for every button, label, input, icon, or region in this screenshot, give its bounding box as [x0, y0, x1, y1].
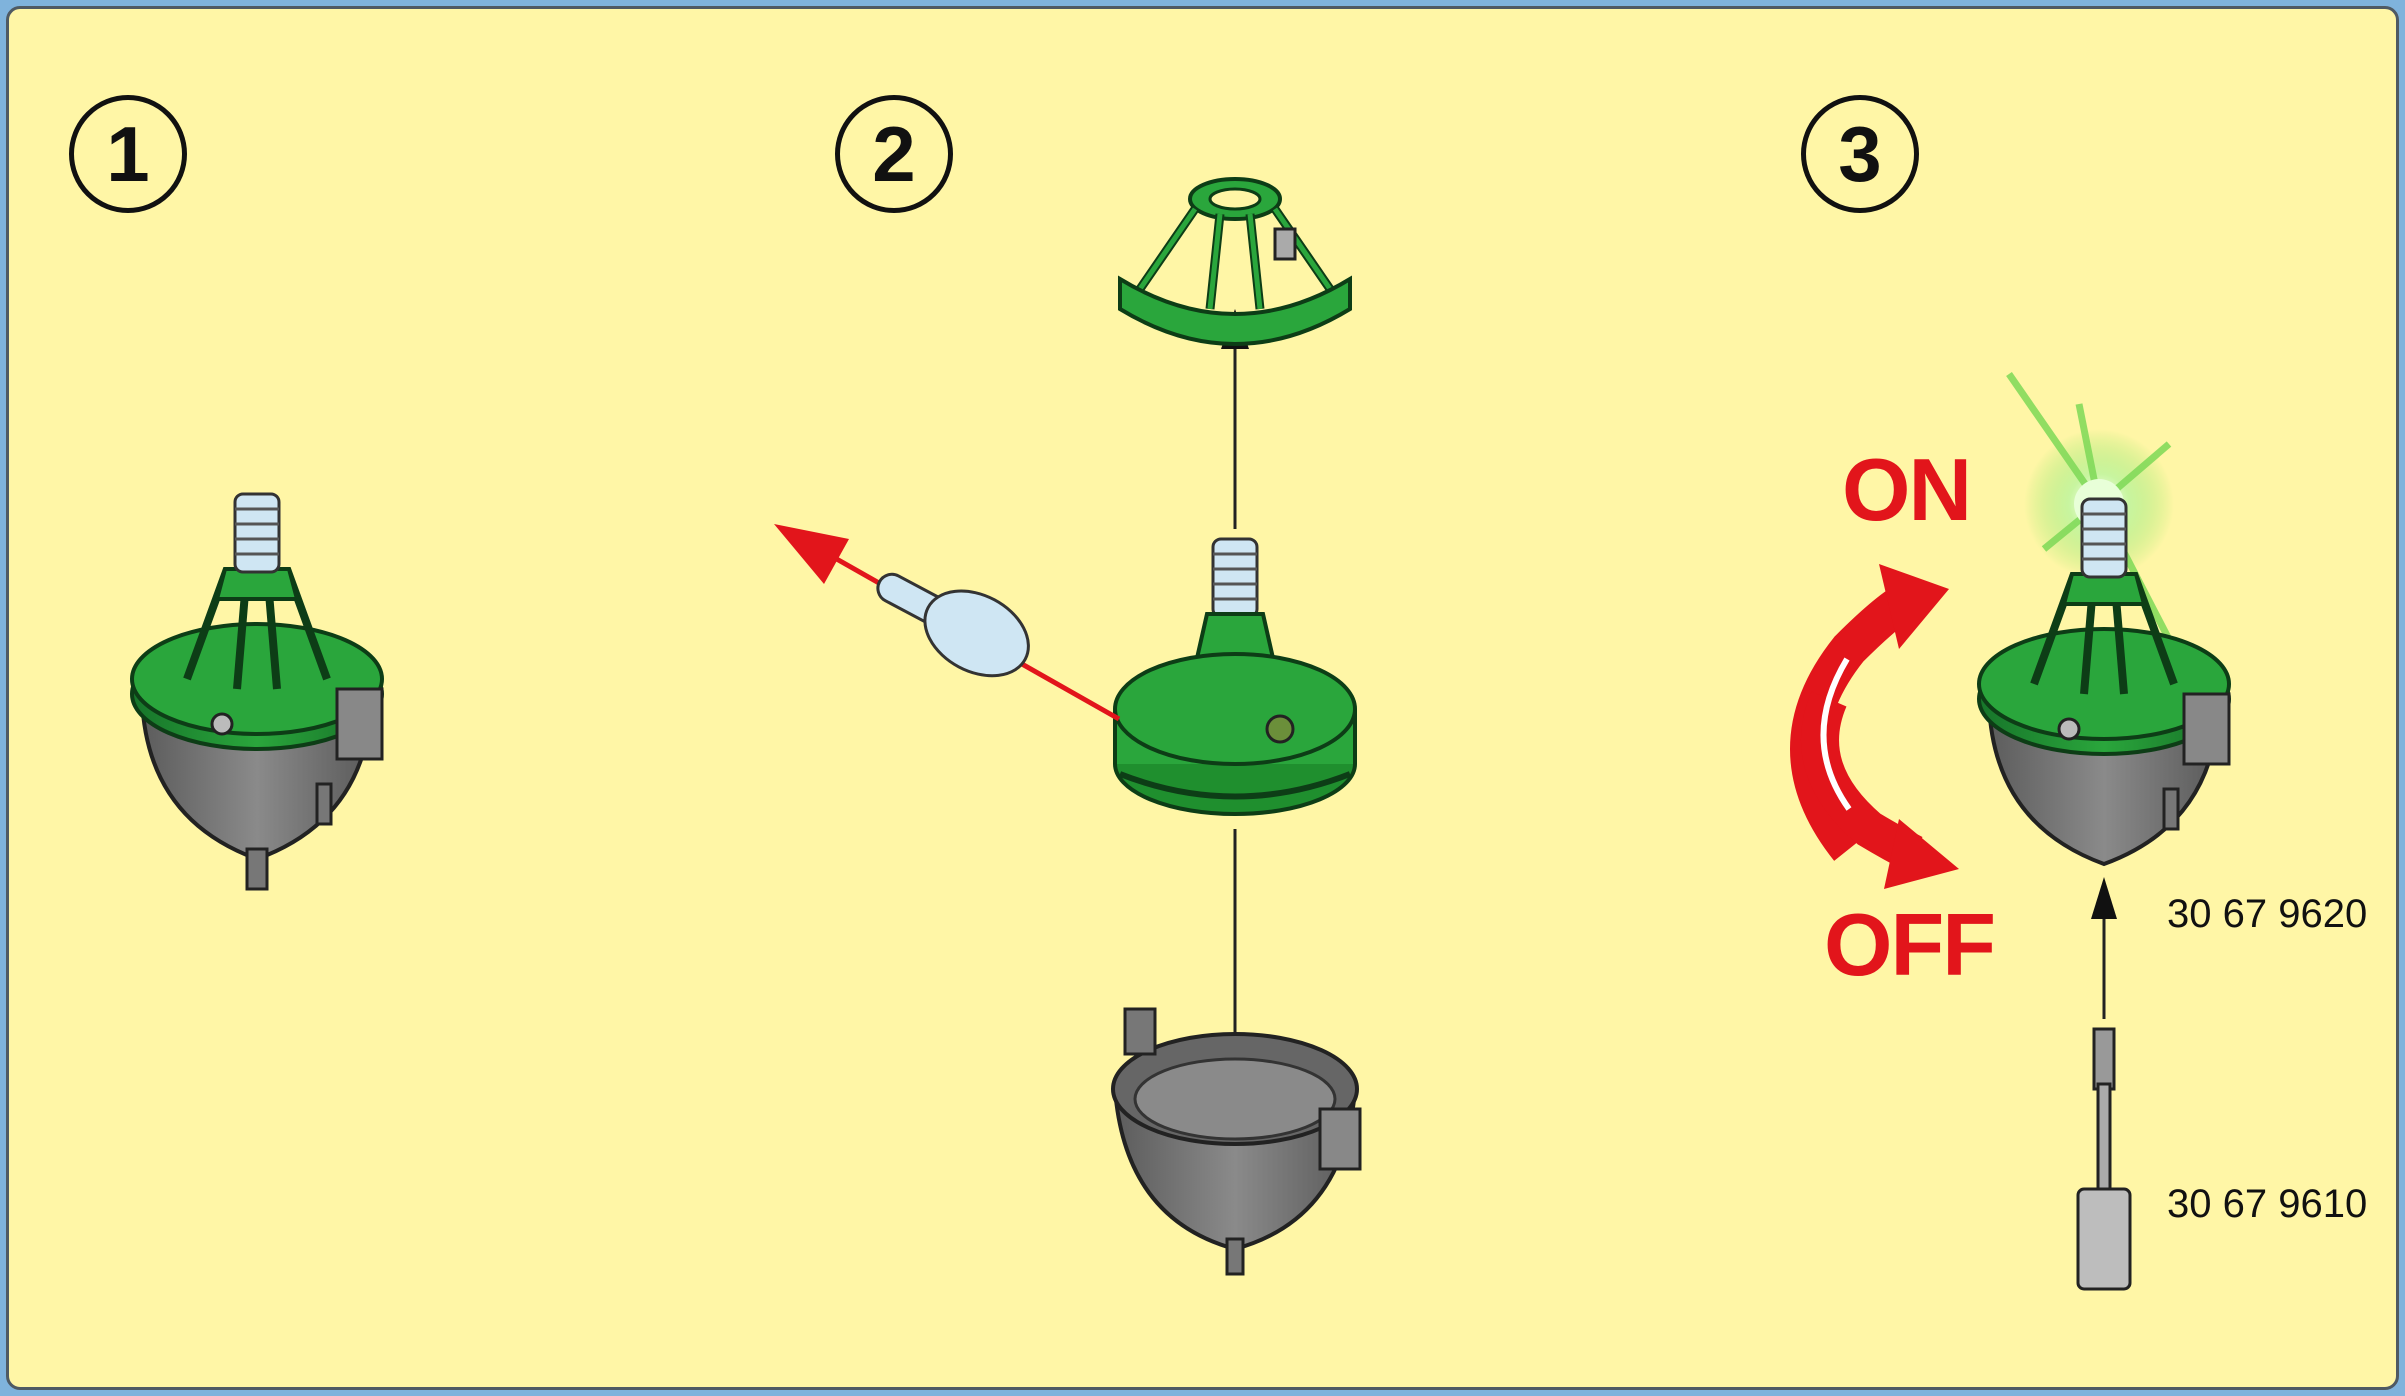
- assembly-illustration: [130, 177, 2231, 1291]
- step-1-number: 1: [106, 109, 150, 198]
- step-3-tool: [2076, 1027, 2132, 1291]
- off-label: OFF: [1824, 895, 1996, 994]
- step-2-red-arrow-head: [774, 524, 849, 584]
- step-3-rotation-arrow: [1790, 564, 1959, 889]
- tool-part-number: 30 67 9610: [2167, 1182, 2368, 1226]
- step-2-top-cage: [1118, 177, 1352, 346]
- step-3-number: 3: [1838, 109, 1882, 198]
- step-2-middle-switch: [1113, 537, 1357, 816]
- step-2-bottom-cup: [1111, 1007, 1362, 1276]
- step-2-badge: 2: [835, 95, 953, 213]
- step-1-assembled-switch: [130, 492, 384, 891]
- step-1-badge: 1: [69, 95, 187, 213]
- step-2-removed-key: [876, 572, 1030, 678]
- on-label: ON: [1842, 440, 1972, 539]
- step-3-assembled-switch: [1977, 497, 2231, 867]
- step-3-badge: 3: [1801, 95, 1919, 213]
- step-2-number: 2: [872, 109, 916, 198]
- step-3-arrow-up: [2091, 877, 2117, 919]
- instruction-panel: 1 2 3: [6, 6, 2399, 1390]
- switch-part-number: 30 67 9620: [2167, 892, 2368, 936]
